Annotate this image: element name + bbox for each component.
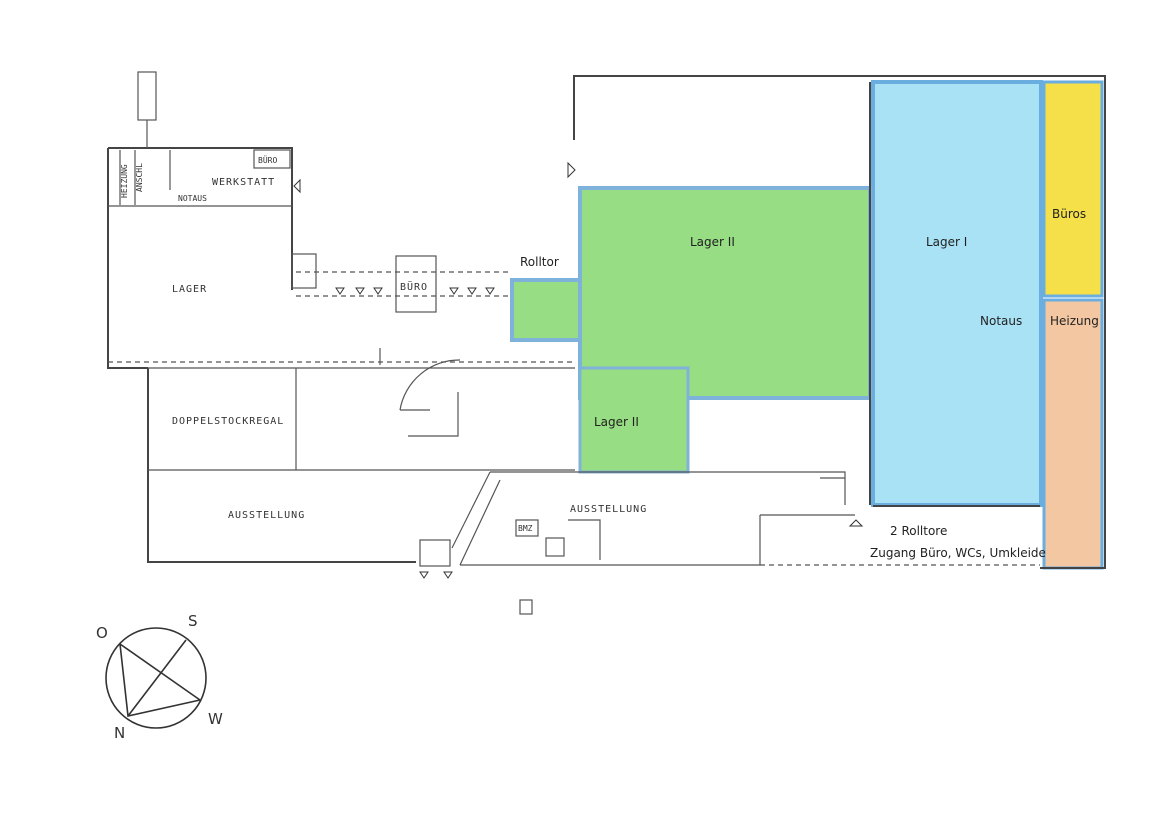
building-walls xyxy=(107,71,1106,615)
lager-2-small-zone[interactable] xyxy=(578,366,690,474)
label-bueros: Büros xyxy=(1052,207,1086,221)
compass-n: N xyxy=(114,724,125,742)
rolltor-zone[interactable] xyxy=(510,278,582,342)
room-label-heizung: HEIZUNG xyxy=(120,164,129,198)
compass-w: W xyxy=(208,710,223,728)
label-lager-1: Lager I xyxy=(926,235,967,249)
room-label-doppelstockregal: DOPPELSTOCKREGAL xyxy=(172,416,284,427)
label-lager-2-small: Lager II xyxy=(594,415,639,429)
room-label-buero-top: BÜRO xyxy=(258,155,277,165)
label-rolltor: Rolltor xyxy=(520,255,559,269)
room-label-werkstatt: WERKSTATT xyxy=(212,177,275,188)
label-heizung: Heizung xyxy=(1050,314,1099,328)
label-zugang: Zugang Büro, WCs, Umkleide xyxy=(870,546,1046,560)
heizung-zone[interactable] xyxy=(1042,298,1104,570)
label-notaus: Notaus xyxy=(980,314,1022,328)
room-label-lager: LAGER xyxy=(172,284,207,295)
compass-rose: O S N W xyxy=(96,612,223,742)
room-label-ausstellung-left: AUSSTELLUNG xyxy=(228,510,305,521)
lager-1-zone[interactable] xyxy=(871,80,1043,507)
compass-s: S xyxy=(188,612,198,630)
label-rolltore: 2 Rolltore xyxy=(890,524,947,538)
room-label-bmz: BMZ xyxy=(518,524,533,533)
room-label-buero-mid: BÜRO xyxy=(400,280,428,293)
door-markers xyxy=(293,161,864,579)
bueros-zone[interactable] xyxy=(1042,80,1104,298)
room-label-anschl: ANSCHL xyxy=(135,163,144,192)
lager-2-main-zone[interactable] xyxy=(578,186,872,400)
compass-o: O xyxy=(96,624,108,642)
label-lager-2-main: Lager II xyxy=(690,235,735,249)
room-label-notaus: NOTAUS xyxy=(178,194,207,203)
room-label-ausstellung-mid: AUSSTELLUNG xyxy=(570,504,647,515)
